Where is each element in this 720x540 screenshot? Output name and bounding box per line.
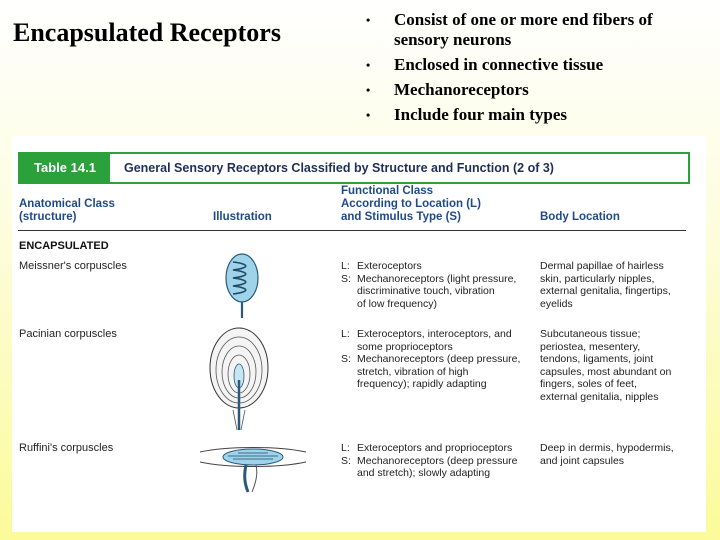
location-text: Exteroceptors, interoceptors, and (357, 328, 512, 340)
stimulus-text: Mechanoreceptors (deep pressure, (357, 353, 521, 365)
location-line: skin, particularly nipples, (540, 272, 655, 285)
location-line: fingers, soles of feet, (540, 378, 637, 390)
bullet-item: • Include four main types (366, 105, 694, 125)
location-line: Dermal papillae of hairless (540, 260, 664, 272)
table-title: General Sensory Receptors Classified by … (124, 161, 554, 175)
stimulus-text: Mechanoreceptors (light pressure, (357, 272, 517, 285)
bullet-dot-icon: • (366, 108, 371, 122)
location-line: periostea, mesentery, (540, 340, 641, 353)
row-name-ruffini: Ruffini's corpuscles (19, 442, 114, 454)
slide-title: Encapsulated Receptors (13, 18, 281, 47)
table-number: Table 14.1 (20, 154, 110, 182)
header-divider (18, 230, 686, 231)
location-line: and joint capsules (540, 454, 625, 467)
header-line: and Stimulus Type (S) (341, 211, 461, 223)
bullet-text: Mechanoreceptors (394, 80, 529, 99)
stimulus-text: frequency); rapidly adapting (357, 378, 487, 390)
column-header-functional: Functional Class According to Location (… (341, 185, 481, 224)
header-line: Functional Class (341, 185, 434, 197)
table-header-bar: Table 14.1 General Sensory Receptors Cla… (18, 152, 690, 184)
stimulus-text: discriminative touch, vibration (357, 285, 495, 297)
ruffini-functional-class: L: Exteroceptors and proprioceptors S: Mec… (341, 442, 518, 480)
pacinian-corpuscle-illustration (209, 327, 269, 431)
row-name-pacinian: Pacinian corpuscles (19, 328, 117, 340)
bullet-dot-icon: • (366, 83, 371, 97)
pacinian-functional-class: L: Exteroceptors, interoceptors, and some… (341, 328, 520, 391)
location-line: tendons, ligaments, joint (540, 353, 654, 365)
location-text: Exteroceptors and proprioceptors (357, 442, 513, 454)
stimulus-text: Mechanoreceptors (deep pressure (357, 454, 518, 467)
meissner-corpuscle-illustration (225, 253, 259, 318)
header-line: (structure) (19, 211, 77, 223)
location-line: capsules, most abundant on (540, 365, 672, 378)
bullet-dot-icon: • (366, 58, 371, 72)
bullet-text: sensory neurons (394, 30, 512, 49)
location-text: some proprioceptors (357, 340, 453, 353)
stimulus-text: stretch, vibration of high (357, 365, 469, 378)
table-figure: Table 14.1 General Sensory Receptors Cla… (12, 136, 706, 532)
location-line: eyelids (540, 297, 573, 310)
stimulus-text: and stretch); slowly adapting (357, 467, 491, 479)
location-label: L: (341, 328, 350, 340)
pacinian-body-location: Subcutaneous tissue; periostea, mesenter… (540, 328, 671, 403)
header-line: According to Location (L) (341, 198, 481, 210)
bullet-dot-icon: • (366, 13, 371, 27)
section-label: ENCAPSULATED (19, 240, 109, 252)
location-label: L: (341, 442, 350, 454)
header-line: Anatomical Class (19, 198, 115, 210)
stimulus-label: S: (341, 454, 351, 467)
ruffini-corpuscle-illustration (199, 447, 307, 493)
bullet-item: • Mechanoreceptors (366, 80, 694, 100)
stimulus-label: S: (341, 272, 351, 285)
location-line: Deep in dermis, hypodermis, (540, 442, 674, 454)
location-line: Subcutaneous tissue; (540, 328, 641, 340)
meissner-body-location: Dermal papillae of hairless skin, partic… (540, 260, 671, 310)
bullet-text: Include four main types (394, 105, 568, 124)
column-header-illustration: Illustration (213, 211, 272, 223)
bullet-item: • Enclosed in connective tissue (366, 55, 694, 75)
location-text: Exteroceptors (357, 260, 422, 272)
ruffini-body-location: Deep in dermis, hypodermis, and joint ca… (540, 442, 674, 467)
bullet-text: Consist of one or more end fibers of (394, 10, 653, 29)
location-line: external genitalia, fingertips, (540, 285, 671, 297)
location-label: L: (341, 260, 350, 272)
stimulus-label: S: (341, 353, 351, 365)
meissner-functional-class: L: Exteroceptors S: Mechanoreceptors (ligh… (341, 260, 516, 310)
column-header-anatomical: Anatomical Class (structure) (19, 198, 115, 224)
column-header-body-location: Body Location (540, 211, 620, 223)
location-line: external genitalia, nipples (540, 390, 659, 403)
stimulus-text: of low frequency) (357, 297, 437, 310)
bullet-text: Enclosed in connective tissue (394, 55, 604, 74)
row-name-meissner: Meissner's corpuscles (19, 260, 127, 272)
